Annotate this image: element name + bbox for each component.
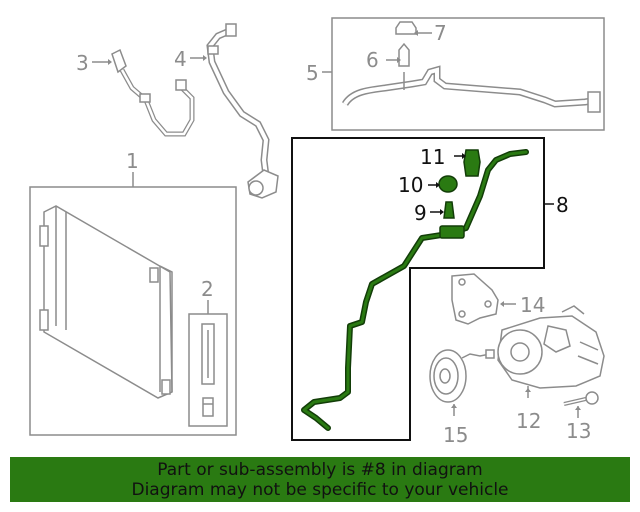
part-12-port-block	[543, 325, 571, 353]
part-1-condenser-core	[43, 205, 173, 399]
part-6-valve	[398, 42, 410, 67]
part-12-group	[497, 305, 605, 398]
part-5-group	[322, 17, 605, 131]
callout-9: 9	[414, 201, 427, 225]
part-3-connector	[111, 48, 127, 74]
callout-8: 8	[556, 193, 569, 217]
part-2-plug	[202, 397, 214, 417]
part-8-pipe	[302, 150, 528, 430]
callout-11: 11	[420, 145, 445, 169]
banner-line-1: Part or sub-assembly is #8 in diagram	[157, 459, 483, 480]
part-4-arrow	[203, 55, 207, 61]
part-10-arrow	[436, 182, 440, 188]
part-8-service-valve	[439, 225, 465, 239]
part-3-cable-inner	[120, 69, 194, 136]
part-14-hole-2	[458, 310, 466, 318]
part-5-box	[331, 17, 605, 131]
part-14-hole-1	[458, 278, 466, 286]
part-8-box	[291, 137, 545, 441]
part-1-group	[29, 172, 237, 436]
callout-7: 7	[434, 21, 447, 45]
part-4-muffler-port	[248, 180, 264, 196]
part-4-collar	[207, 45, 219, 55]
part-5-hose-inner	[343, 67, 599, 107]
part-13-arrow	[575, 406, 581, 410]
part-1-side-tank	[159, 265, 173, 392]
banner-line-2: Diagram may not be specific to your vehi…	[131, 479, 509, 500]
part-1-bracket-top	[39, 225, 49, 247]
part-6-arrow	[397, 57, 401, 63]
part-15-wire	[461, 353, 491, 359]
callout-10: 10	[398, 173, 423, 197]
callout-12: 12	[516, 409, 541, 433]
part-12-fin-1	[579, 341, 599, 351]
part-14-hole-3	[484, 300, 492, 308]
part-15-pulley-hub	[439, 368, 451, 384]
part-15-arrow	[451, 404, 457, 408]
part-5-fitting	[587, 91, 601, 113]
callout-13: 13	[566, 419, 591, 443]
part-12-front-face	[497, 329, 543, 375]
part-4-hose-inner	[207, 28, 269, 177]
part-11-arrow	[462, 153, 466, 159]
callout-3: 3	[76, 51, 89, 75]
part-14-arrow	[500, 301, 504, 307]
callout-1: 1	[126, 149, 139, 173]
part-2-box	[188, 313, 228, 427]
part-1-condenser-ribs	[55, 206, 161, 392]
part-1-bracket-bottom	[39, 309, 49, 331]
part-15-pulley-outer	[429, 349, 467, 403]
callout-15: 15	[443, 423, 468, 447]
part-7-arrow	[414, 30, 418, 36]
part-9-valve-core	[443, 201, 455, 219]
part-4-group	[190, 23, 279, 199]
part-4-top-fitting	[225, 23, 237, 37]
part-13-group	[563, 391, 599, 418]
callout-6: 6	[366, 48, 379, 72]
part-1-port-bottom	[161, 379, 171, 395]
part-7-cap	[395, 21, 417, 35]
part-2-group	[188, 300, 228, 427]
part-9-arrow	[440, 209, 444, 215]
part-3-group	[92, 48, 195, 137]
part-12-hub	[510, 342, 530, 362]
callout-2: 2	[201, 277, 214, 301]
part-15-group	[429, 349, 495, 416]
part-1-box	[29, 186, 237, 436]
part-8-group	[291, 137, 554, 441]
part-3-end	[175, 79, 187, 91]
part-14-group	[451, 273, 516, 325]
part-12-arrow	[525, 388, 531, 392]
part-12-top-bracket	[561, 305, 585, 315]
part-11-fitting	[463, 149, 481, 177]
info-banner: Part or sub-assembly is #8 in diagram Di…	[10, 457, 630, 502]
part-3-clip	[139, 93, 151, 103]
part-13-bolt-head	[585, 391, 599, 405]
part-15-pulley-mid	[433, 357, 459, 395]
part-3-arrow	[108, 59, 112, 65]
callout-4: 4	[174, 47, 187, 71]
callout-14: 14	[520, 293, 545, 317]
callout-5: 5	[306, 61, 319, 85]
part-12-fin-2	[577, 355, 599, 365]
part-1-port-top	[149, 267, 159, 283]
part-10-cap	[438, 175, 458, 193]
part-15-connector	[485, 349, 495, 359]
